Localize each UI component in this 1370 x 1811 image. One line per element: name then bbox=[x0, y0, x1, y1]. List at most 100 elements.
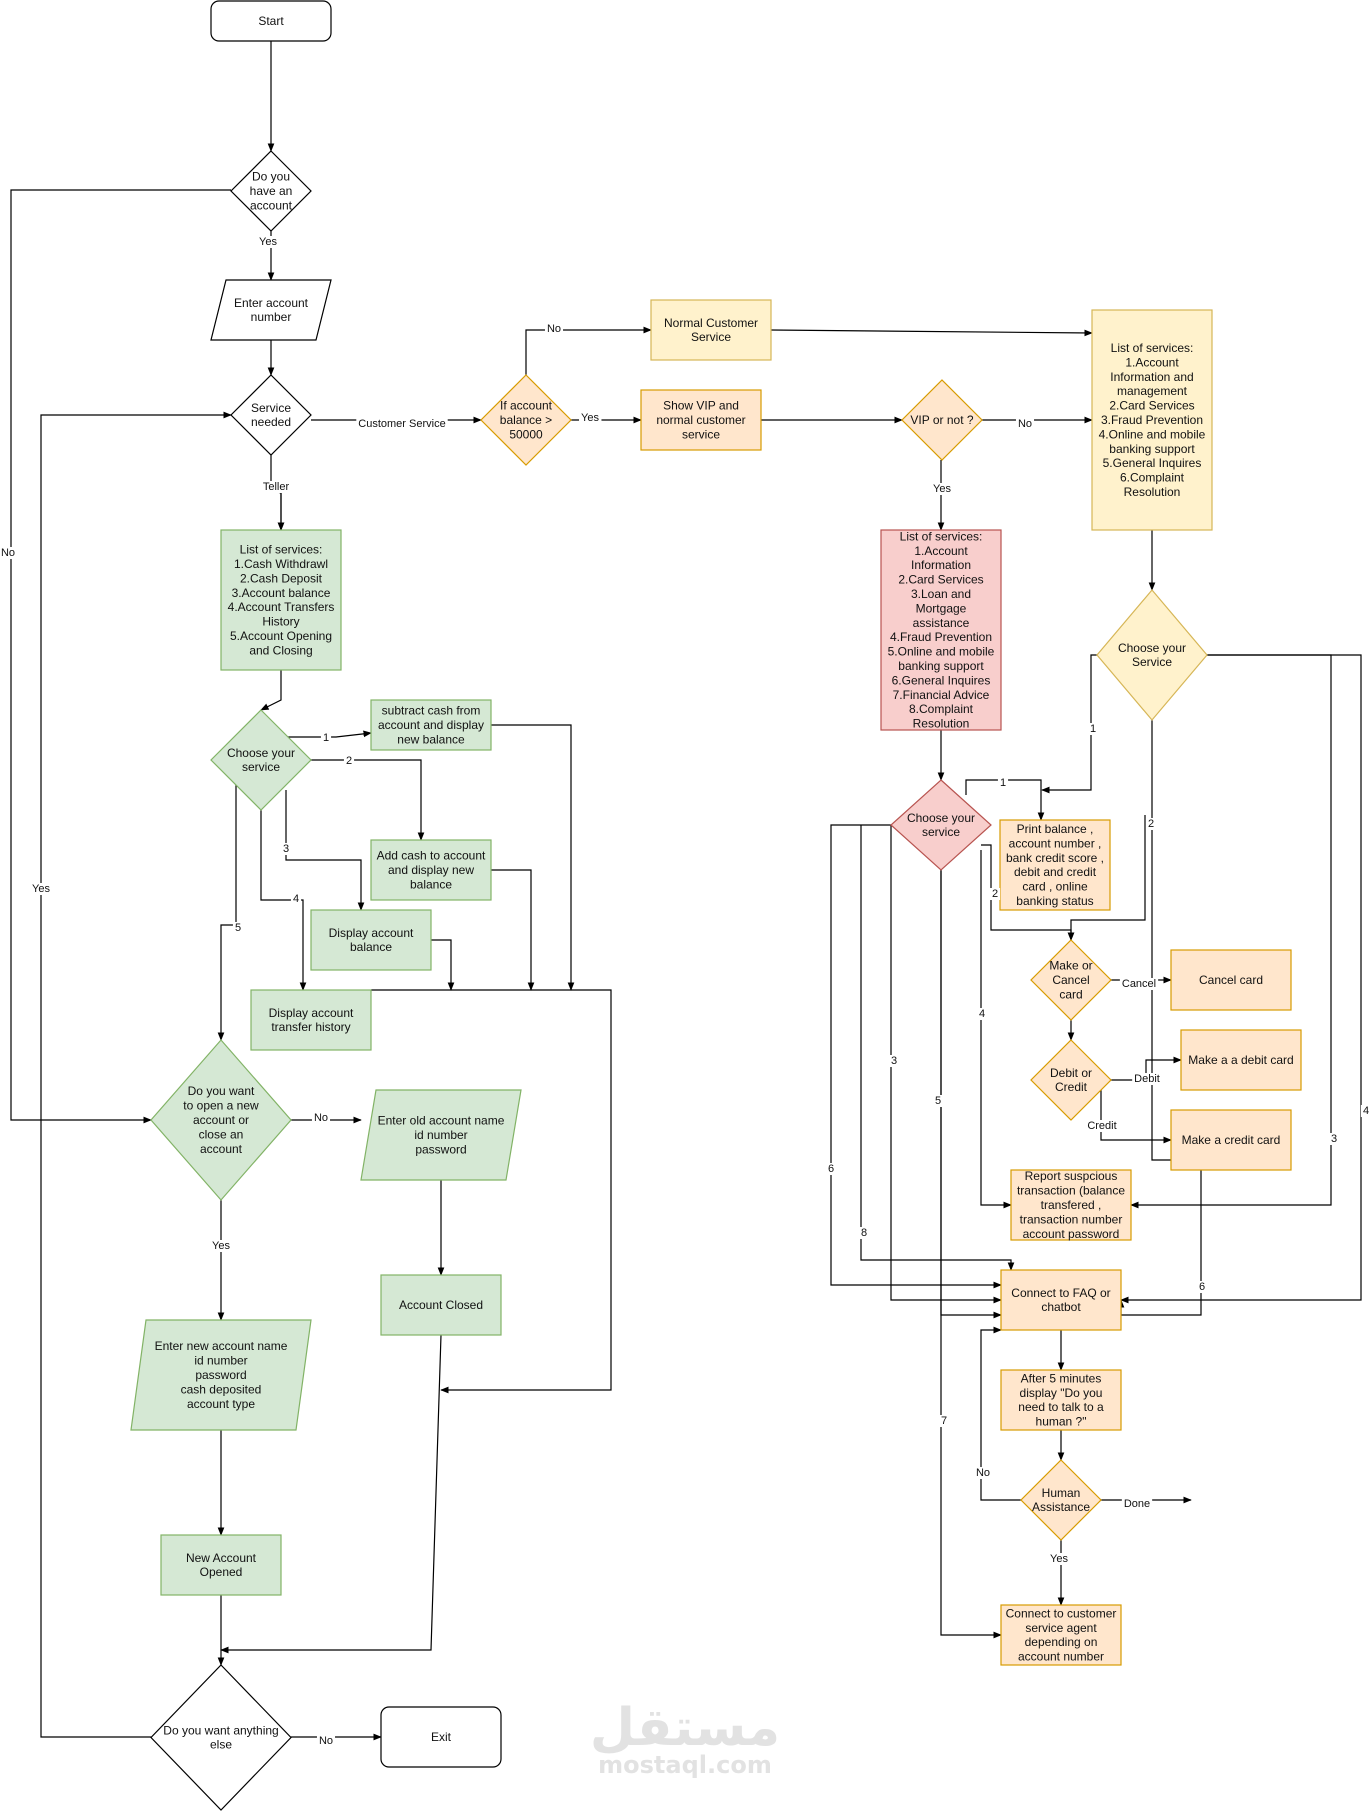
node-text-line: Human bbox=[1042, 1486, 1081, 1500]
node-shape bbox=[880, 529, 1002, 731]
node-text-line: Do you want anything bbox=[163, 1723, 278, 1737]
node-text-line: and Closing bbox=[249, 643, 312, 657]
node-text-line: Service bbox=[251, 401, 291, 415]
node-text-line: List of services: bbox=[900, 529, 983, 543]
edge-label-customer-service: Customer Service bbox=[358, 418, 445, 430]
edge-connector bbox=[860, 825, 1015, 1271]
node-shape bbox=[1180, 1029, 1302, 1091]
node-shape bbox=[210, 279, 332, 341]
node-text-line: Service bbox=[1132, 655, 1172, 669]
edge-connector bbox=[10, 189, 231, 1124]
edge-label-n8: 8 bbox=[861, 1227, 867, 1239]
node-text-line: new balance bbox=[397, 732, 465, 746]
node-text-line: to open a new bbox=[183, 1099, 259, 1113]
edge-label-background bbox=[1328, 1133, 1340, 1145]
node-text-line: depending on bbox=[1025, 1635, 1098, 1649]
node-text-line: subtract cash from bbox=[382, 704, 481, 718]
edge-label-no: No bbox=[547, 323, 561, 335]
node-text-line: Make or bbox=[1049, 959, 1092, 973]
node-shape bbox=[150, 1039, 292, 1201]
edge-label-done: Done bbox=[1124, 1498, 1150, 1510]
node-text-line: transfer history bbox=[271, 1020, 350, 1034]
node-text-line: Print balance , bbox=[1017, 822, 1094, 836]
edge-label-n6: 6 bbox=[828, 1163, 834, 1175]
node-text-line: 3.Account balance bbox=[232, 586, 331, 600]
edge-label-teller: Teller bbox=[263, 481, 290, 493]
node-text-line: Choose your bbox=[1118, 641, 1186, 655]
node-shape bbox=[650, 299, 772, 361]
node-text-line: Connect to FAQ or bbox=[1011, 1286, 1110, 1300]
edge-label-background bbox=[1085, 1120, 1119, 1132]
edge-label-background bbox=[232, 922, 244, 934]
edge-label-no: No bbox=[314, 1112, 328, 1124]
node-shape bbox=[890, 779, 992, 871]
node-text-line: balance bbox=[350, 940, 392, 954]
edge-connector bbox=[311, 759, 425, 841]
edge-connector bbox=[217, 785, 237, 1041]
edge-label-n4: 4 bbox=[1363, 1105, 1369, 1117]
node-text-line: Show VIP and bbox=[663, 399, 739, 413]
node-shape bbox=[1000, 1369, 1122, 1431]
node-shape bbox=[1030, 939, 1112, 1021]
node-text-line: Start bbox=[258, 14, 284, 28]
node-text-line: 6.Complaint bbox=[1120, 471, 1185, 485]
node-text-line: 2.Card Services bbox=[1109, 399, 1194, 413]
node-text-line: cash deposited bbox=[181, 1382, 262, 1396]
node-text-line: Display account bbox=[269, 1006, 354, 1020]
node-text-line: Mortgage bbox=[916, 601, 967, 615]
node-text-line: Enter new account name bbox=[155, 1339, 288, 1353]
edge-connector bbox=[980, 850, 1012, 1209]
edge-connector bbox=[770, 329, 1093, 337]
edge-label-n1: 1 bbox=[323, 732, 329, 744]
node-shape bbox=[370, 839, 492, 901]
edge-label-background bbox=[932, 1095, 944, 1107]
edge-label-background bbox=[1196, 1281, 1208, 1293]
node-text-line: account password bbox=[1023, 1227, 1120, 1241]
node-text-line: List of services: bbox=[1111, 341, 1194, 355]
edge-label-n1: 1 bbox=[1000, 777, 1006, 789]
edge-connector bbox=[40, 411, 232, 1738]
edge-label-no: No bbox=[319, 1735, 333, 1747]
node-text-line: account and display bbox=[378, 718, 484, 732]
edge-label-yes: Yes bbox=[212, 1240, 230, 1252]
node-shape bbox=[1000, 1604, 1122, 1666]
node-text-line: 1.Account bbox=[1125, 355, 1179, 369]
node-text-line: id number bbox=[194, 1354, 247, 1368]
node-text-line: Display account bbox=[329, 926, 414, 940]
edge-connector bbox=[260, 810, 307, 991]
edge-label-background bbox=[1015, 418, 1035, 430]
node-text-line: account bbox=[200, 1142, 243, 1156]
edge-label-background bbox=[320, 732, 332, 744]
edge-label-n6: 6 bbox=[1199, 1281, 1205, 1293]
edge-label-background bbox=[210, 1240, 233, 1252]
node-text-line: banking status bbox=[1016, 894, 1093, 908]
node-text-line: List of services: bbox=[240, 543, 323, 557]
edge-connector bbox=[1120, 654, 1362, 1304]
node-text-line: 2.Cash Deposit bbox=[240, 571, 323, 585]
node-text-line: display "Do you bbox=[1020, 1386, 1103, 1400]
node-text-line: Make a a debit card bbox=[1188, 1053, 1293, 1067]
edge-connector bbox=[1117, 720, 1202, 1316]
edge-label-n1: 1 bbox=[1090, 723, 1096, 735]
edge-connector bbox=[1111, 1056, 1182, 1081]
node-account-closed: Account Closed bbox=[380, 1274, 502, 1336]
edge-label-n5: 5 bbox=[935, 1095, 941, 1107]
node-text-line: Service bbox=[691, 330, 731, 344]
node-start: Start bbox=[210, 0, 332, 42]
edge-label-background bbox=[858, 1227, 870, 1239]
node-text-line: Information and bbox=[1110, 370, 1193, 384]
node-text-line: else bbox=[210, 1738, 232, 1752]
node-text-line: transaction number bbox=[1020, 1212, 1123, 1226]
edge-label-background bbox=[825, 1163, 837, 1175]
node-text-line: 4.Account Transfers bbox=[228, 600, 335, 614]
